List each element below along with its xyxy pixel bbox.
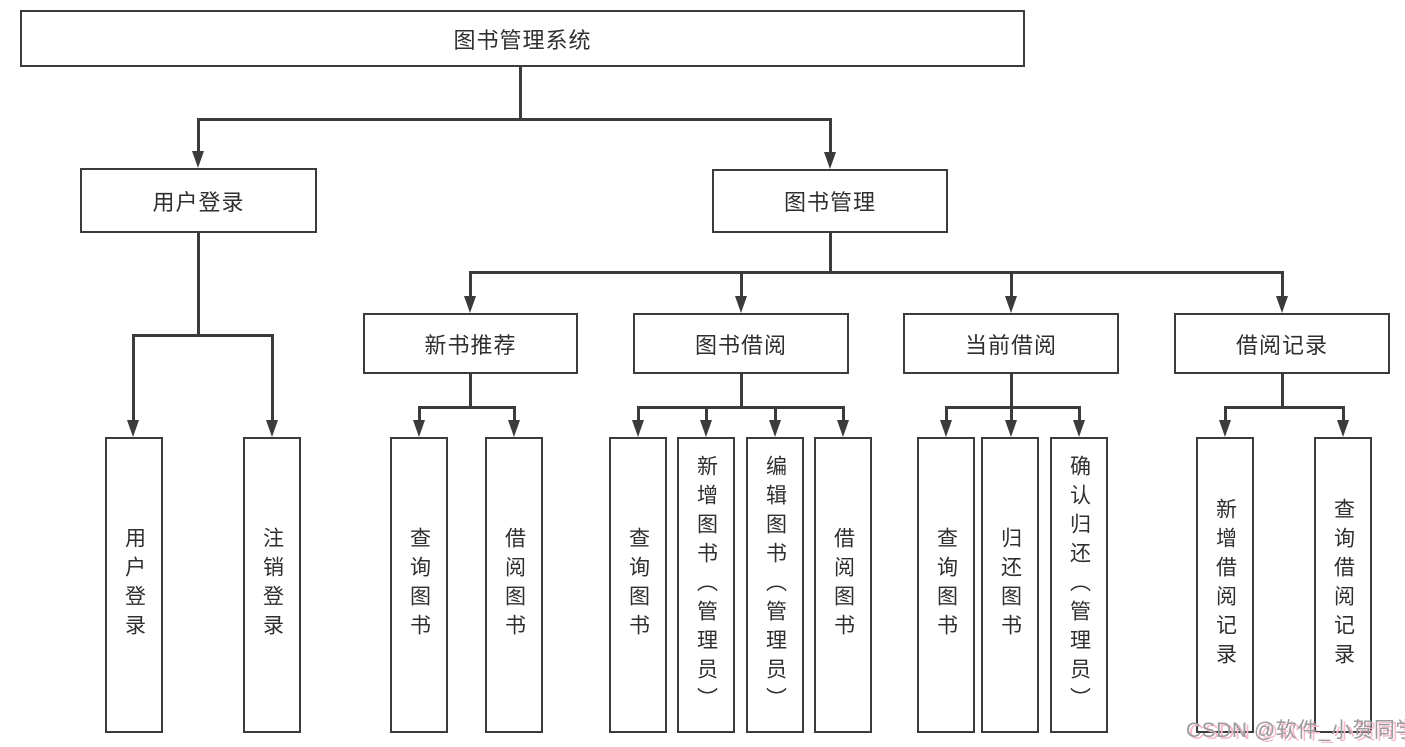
leaf-label: 归还图书 [998, 527, 1022, 643]
connector-shaft-book-borrow [740, 271, 743, 297]
arrowhead-to-leaf-add-books [699, 420, 712, 437]
connector-root-crossbar [197, 118, 831, 121]
connector-shaft [1010, 406, 1013, 421]
leaf-add-borrow-record: 新增借阅记录 [1196, 437, 1254, 733]
csdn-watermark: CSDN @软件_小贺同学 [1186, 719, 1405, 742]
arrowhead-to-leaf-query-books-2 [631, 420, 644, 437]
leaf-label: 用户登录 [122, 527, 146, 643]
arrowhead-to-new-book-recommend [463, 296, 476, 313]
leaf-label: 新增图书（管理员） [694, 454, 718, 716]
connector-new-book-stem [469, 374, 472, 408]
connector-root-stem [519, 67, 522, 119]
connector-shaft [945, 406, 948, 421]
arrowhead-to-leaf-borrow-books-1 [507, 420, 520, 437]
connector-shaft-borrow-records [1281, 271, 1284, 297]
node-borrow-records: 借阅记录 [1174, 313, 1390, 374]
node-book-management: 图书管理 [712, 169, 948, 233]
connector-shaft [637, 406, 640, 421]
connector-book-borrow-crossbar [637, 406, 844, 409]
connector-current-borrow-stem [1010, 374, 1013, 408]
leaf-return-books: 归还图书 [981, 437, 1039, 733]
arrowhead-to-user-login [191, 151, 204, 168]
connector-new-book-crossbar [418, 406, 515, 409]
arrowhead-to-leaf-query-books-1 [412, 420, 425, 437]
arrowhead-to-leaf-borrow-books-2 [836, 420, 849, 437]
node-label: 图书借阅 [694, 332, 787, 358]
arrowhead-to-current-borrow [1004, 296, 1017, 313]
leaf-confirm-return-admin: 确认归还（管理员） [1050, 437, 1108, 733]
node-label: 当前借阅 [964, 332, 1057, 358]
connector-shaft-new-book [469, 271, 472, 297]
arrowhead-to-leaf-add-borrow-record [1218, 420, 1231, 437]
leaf-borrow-books-1: 借阅图书 [485, 437, 543, 733]
node-label: 借阅记录 [1235, 332, 1328, 358]
node-label: 图书管理系统 [453, 27, 592, 53]
connector-root-left-shaft [197, 118, 200, 152]
connector-current-borrow-crossbar [945, 406, 1080, 409]
connector-book-mgmt-crossbar [469, 271, 1283, 274]
connector-shaft-current-borrow [1010, 271, 1013, 297]
arrowhead-to-borrow-records [1275, 296, 1288, 313]
leaf-edit-books-admin: 编辑图书（管理员） [746, 437, 804, 733]
leaf-logout: 注销登录 [243, 437, 301, 733]
arrowhead-to-leaf-user-login [126, 420, 139, 437]
leaf-label: 查询图书 [626, 527, 650, 643]
arrowhead-to-leaf-logout [265, 420, 278, 437]
connector-borrow-records-crossbar [1224, 406, 1344, 409]
leaf-user-login: 用户登录 [105, 437, 163, 733]
connector-book-borrow-stem [740, 374, 743, 408]
leaf-label: 查询图书 [407, 527, 431, 643]
connector-shaft [513, 406, 516, 421]
connector-shaft [705, 406, 708, 421]
connector-root-right-shaft [829, 118, 832, 152]
arrowhead-to-book-borrow [734, 296, 747, 313]
arrowhead-to-leaf-query-books-3 [939, 420, 952, 437]
node-library-management-system: 图书管理系统 [20, 10, 1025, 67]
node-label: 图书管理 [783, 190, 876, 215]
node-label: 新书推荐 [424, 332, 517, 358]
connector-shaft [418, 406, 421, 421]
connector-shaft [1224, 406, 1227, 421]
arrowhead-to-leaf-edit-books [768, 420, 781, 437]
leaf-query-books-1: 查询图书 [390, 437, 448, 733]
leaf-label: 确认归还（管理员） [1067, 454, 1091, 716]
leaf-label: 借阅图书 [831, 527, 855, 643]
connector-user-login-crossbar [132, 334, 273, 337]
connector-borrow-records-stem [1281, 374, 1284, 408]
connector-user-login-stem [197, 233, 200, 336]
connector-shaft [774, 406, 777, 421]
arrowhead-to-leaf-return-books [1004, 420, 1017, 437]
node-current-borrow: 当前借阅 [903, 313, 1119, 374]
connector-shaft [842, 406, 845, 421]
leaf-query-books-3: 查询图书 [917, 437, 975, 733]
leaf-label: 注销登录 [260, 527, 284, 643]
leaf-label: 查询借阅记录 [1331, 498, 1355, 672]
leaf-query-borrow-record: 查询借阅记录 [1314, 437, 1372, 733]
connector-shaft [1078, 406, 1081, 421]
node-user-login: 用户登录 [80, 168, 317, 233]
leaf-query-books-2: 查询图书 [609, 437, 667, 733]
connector-book-mgmt-stem [829, 233, 832, 273]
node-new-book-recommend: 新书推荐 [363, 313, 578, 374]
arrowhead-to-leaf-confirm-return [1072, 420, 1085, 437]
connector-user-login-left-shaft [132, 334, 135, 420]
leaf-label: 查询图书 [934, 527, 958, 643]
leaf-add-books-admin: 新增图书（管理员） [677, 437, 735, 733]
arrowhead-to-leaf-query-borrow-record [1336, 420, 1349, 437]
connector-user-login-right-shaft [271, 334, 274, 420]
leaf-label: 借阅图书 [502, 527, 526, 643]
node-book-borrow: 图书借阅 [633, 313, 849, 374]
leaf-label: 新增借阅记录 [1213, 498, 1237, 672]
arrowhead-to-book-management [823, 152, 836, 169]
leaf-borrow-books-2: 借阅图书 [814, 437, 872, 733]
node-label: 用户登录 [152, 189, 245, 215]
connector-shaft [1342, 406, 1345, 421]
leaf-label: 编辑图书（管理员） [763, 454, 787, 716]
